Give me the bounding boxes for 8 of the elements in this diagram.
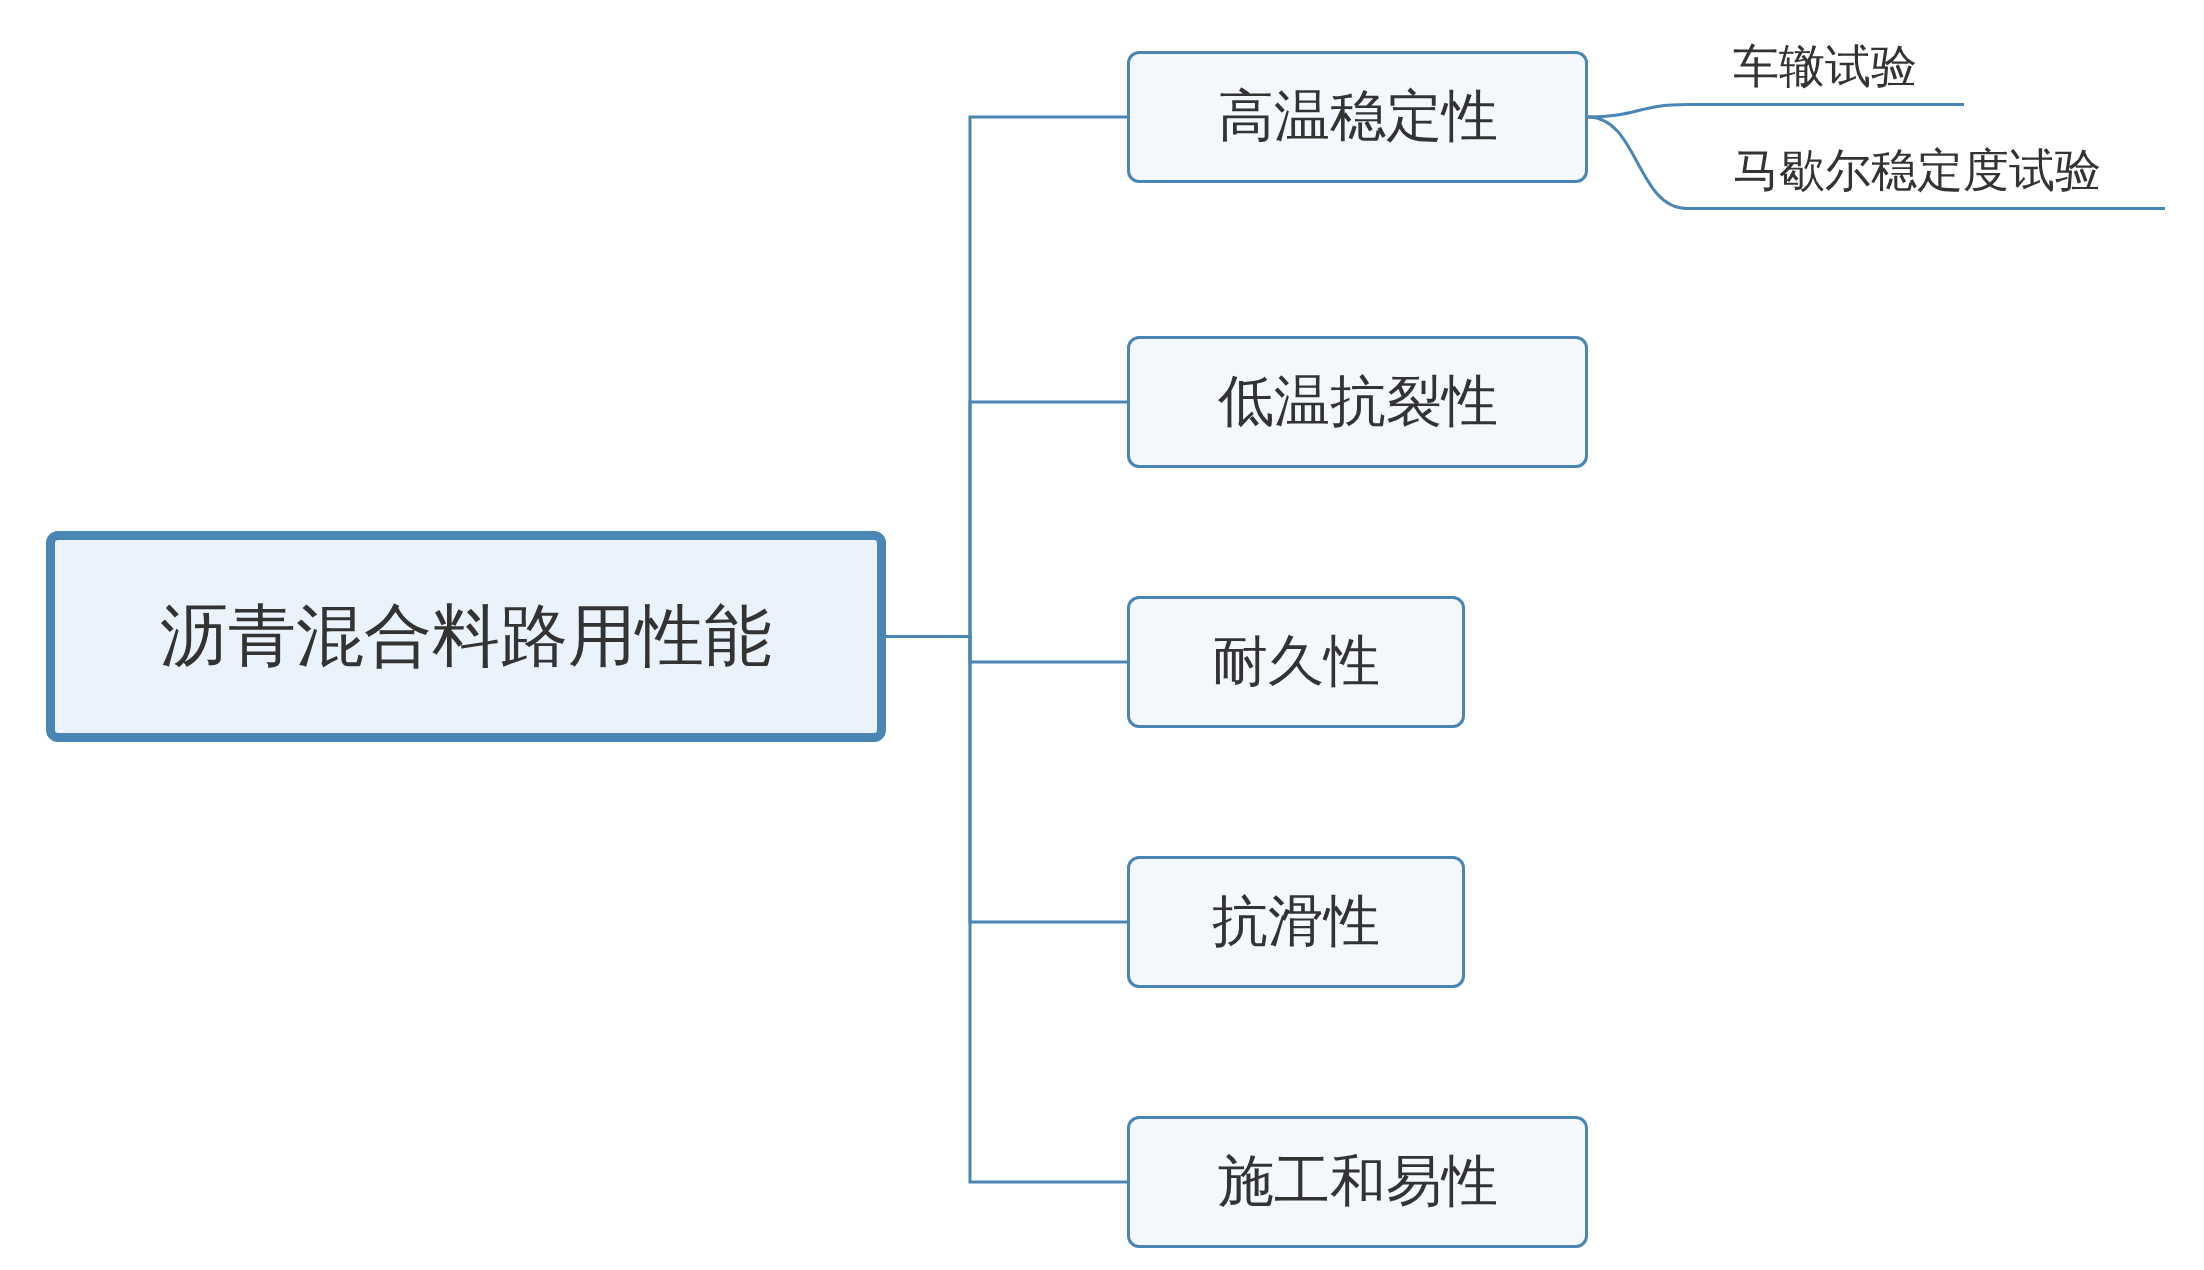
topic-box: 抗滑性 (1127, 856, 1465, 988)
topic-box: 低温抗裂性 (1127, 336, 1588, 468)
topic-box: 施工和易性 (1127, 1116, 1588, 1248)
subtopic-label: 车辙试验 (1687, 30, 1964, 106)
subtopic-label: 马歇尔稳定度试验 (1687, 134, 2165, 210)
topic-box: 高温稳定性 (1127, 51, 1588, 183)
root-box: 沥青混合料路用性能 (46, 531, 886, 742)
topic-box: 耐久性 (1127, 596, 1465, 728)
